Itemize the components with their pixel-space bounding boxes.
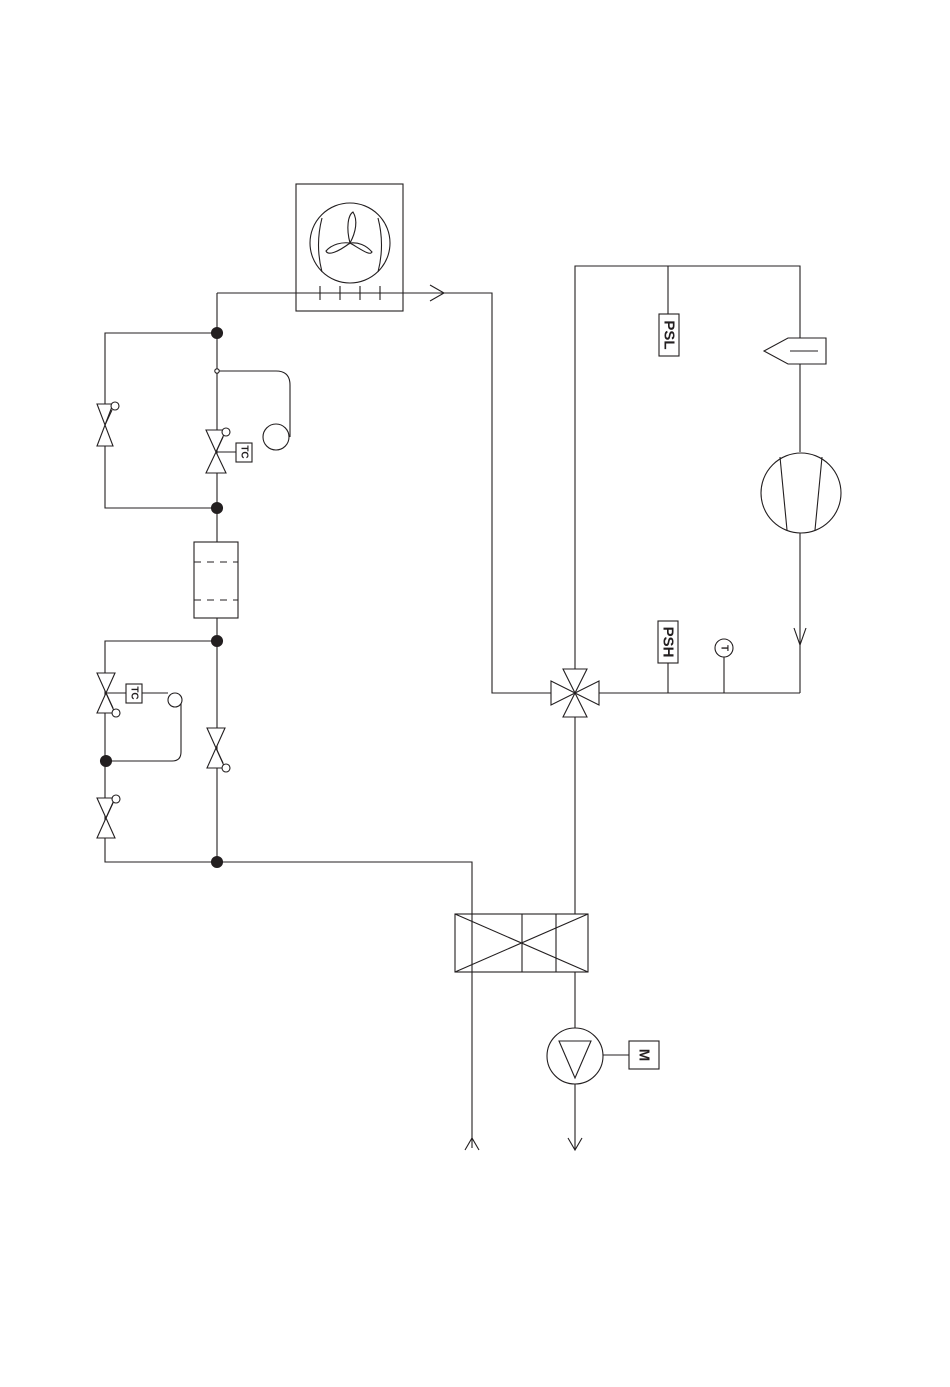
heat-exchanger: [455, 914, 588, 972]
pipe-to-heat-exchanger: [217, 862, 472, 914]
main-line-valve: [207, 728, 230, 772]
tc-upper-label: TC: [239, 445, 250, 458]
pipe-condenser-to-valve: [217, 293, 551, 693]
four-way-valve: [551, 669, 599, 717]
condenser: [296, 184, 403, 311]
right-loop-top: [575, 266, 800, 670]
temp-label: T: [719, 645, 730, 651]
psl-label: PSL: [661, 320, 678, 349]
pump: [547, 1028, 603, 1084]
upper-sensor-bulb: [263, 424, 289, 450]
lower-expansion-valve: [97, 673, 126, 717]
compressor: [761, 453, 841, 533]
lower-sensor-bulb: [168, 693, 182, 707]
psh-label: PSH: [660, 627, 677, 658]
upper-bypass-valve: [97, 402, 119, 446]
upper-tap-point: [215, 369, 219, 373]
upper-expansion-valve: [206, 428, 236, 473]
motor-label: M: [636, 1049, 653, 1062]
upper-bypass-loop: [105, 333, 217, 508]
filter-drier: [194, 542, 238, 618]
tc-lower-label: TC: [129, 686, 140, 699]
oil-separator: [764, 338, 826, 364]
lower-bypass-loop: [105, 641, 217, 862]
fan-icon: [326, 212, 372, 253]
lower-bypass-valve: [97, 795, 120, 838]
